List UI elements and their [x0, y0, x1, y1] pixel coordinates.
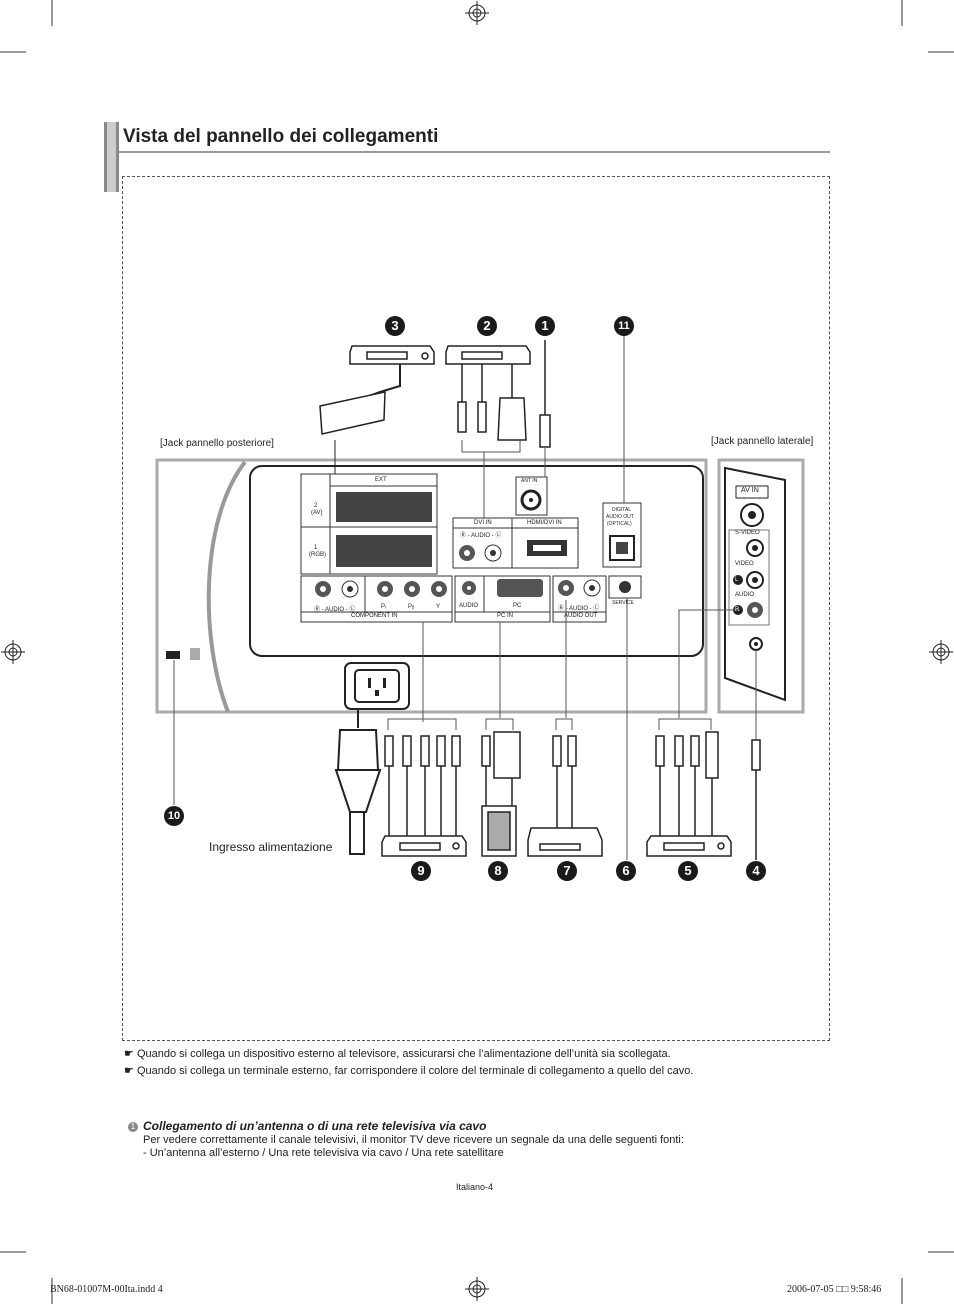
ant-in-label: ANT IN [521, 478, 538, 484]
pc-in-label: PC IN [497, 613, 514, 619]
dvi-in-label: DVI IN [474, 520, 492, 526]
audio-out-rl-label: Ⓡ - AUDIO - Ⓛ [558, 606, 600, 612]
device-3 [349, 345, 435, 365]
digital-label-1: DIGITAL [612, 507, 632, 513]
av-in-label: AV IN [741, 487, 759, 494]
callout-8: 8 [488, 861, 508, 881]
note-1-text: Quando si collega un dispositivo esterno… [136, 1048, 671, 1060]
registration-mark-right [929, 640, 953, 664]
power-plug [334, 709, 382, 855]
power-socket [344, 662, 410, 710]
ext2-label: 2 [314, 503, 318, 509]
registration-mark-bottom [465, 1277, 489, 1301]
callout-10: 10 [164, 806, 184, 826]
callout-5: 5 [678, 861, 698, 881]
diagram-frame [122, 176, 830, 1041]
audio-out-label: AUDIO OUT [564, 613, 598, 619]
page-number: Italiano-4 [456, 1182, 494, 1192]
scart-2 [336, 492, 432, 522]
r-label: R [735, 607, 740, 613]
component-in-block [300, 575, 453, 623]
vga-port [497, 579, 543, 597]
title-underline [118, 151, 830, 153]
video-label: VIDEO [735, 561, 754, 567]
title-accent-bar [104, 122, 119, 192]
service-block [608, 575, 642, 599]
digital-label-3: (OPTICAL) [607, 521, 632, 527]
y-label: Y [436, 604, 441, 610]
callout-7: 7 [557, 861, 577, 881]
rear-panel-label: [Jack pannello posteriore] [160, 438, 274, 449]
pc-audio-label: AUDIO [459, 603, 479, 609]
dvi-audio-label: Ⓡ - AUDIO - Ⓛ [460, 533, 502, 539]
scart-plug [319, 391, 386, 435]
s-video-label: S-VIDEO [735, 530, 760, 536]
callout-2: 2 [477, 316, 497, 336]
section-1-line-1: Per vedere correttamente il canale telev… [143, 1134, 684, 1146]
pointing-hand-icon: ☛ [124, 1048, 134, 1060]
ext1-label: 1 [314, 545, 318, 551]
callout-9: 9 [411, 861, 431, 881]
footer-file-name: BN68-01007M-00Ita.indd 4 [50, 1284, 163, 1295]
power-input-label: Ingresso alimentazione [209, 840, 333, 854]
section-1-number: 1 [128, 1122, 138, 1132]
ext2-sub-label: (AV) [311, 510, 323, 516]
callout-3: 3 [385, 316, 405, 336]
side-panel [724, 466, 786, 702]
section-1-title: Collegamento di un’antenna o di una rete… [143, 1119, 487, 1133]
note-1: ☛ Quando si collega un dispositivo ester… [124, 1047, 671, 1060]
pr-label: Pᵣ [381, 604, 387, 610]
pointing-hand-icon: ☛ [124, 1065, 134, 1077]
device-5 [646, 835, 732, 857]
scart-1 [336, 535, 432, 567]
registration-mark-left [1, 640, 25, 664]
callout-1: 1 [535, 316, 555, 336]
digital-audio-block [602, 502, 642, 568]
section-1-line-2: - Un’antenna all’esterno / Una rete tele… [143, 1147, 504, 1159]
tv-body-curve [206, 460, 247, 713]
registration-mark-top [465, 1, 489, 25]
side-panel-label: [Jack pannello laterale] [711, 436, 814, 447]
digital-label-2: AUDIO OUT [606, 514, 634, 520]
audio-out-block [552, 575, 607, 623]
ext-label: EXT [375, 477, 387, 483]
side-audio-label: AUDIO [735, 592, 755, 598]
hdmi-label: HDMI/DVI IN [527, 520, 562, 526]
pc-in-block [454, 575, 551, 623]
page-title: Vista del pannello dei collegamenti [123, 126, 439, 147]
component-in-label: COMPONENT IN [351, 613, 398, 619]
kensington-slot [166, 651, 180, 659]
callout-4: 4 [746, 861, 766, 881]
callout-6: 6 [616, 861, 636, 881]
pc-label: PC [513, 603, 522, 609]
device-9 [381, 835, 467, 857]
comp-audio-label: Ⓡ - AUDIO - Ⓛ [314, 607, 356, 613]
lock-icon [190, 648, 200, 660]
ext1-sub-label: (RGB) [309, 552, 326, 558]
rca-plugs [384, 731, 761, 860]
side-panel-box [717, 458, 805, 714]
ant-in-block [515, 476, 548, 516]
callout-11: 11 [614, 316, 634, 336]
device-2 [445, 345, 531, 365]
ext-block [300, 473, 438, 575]
rear-panel-inner [249, 465, 704, 657]
l-label: L [735, 577, 739, 583]
note-2-text: Quando si collega un terminale esterno, … [136, 1065, 694, 1077]
rear-panel-box [155, 458, 708, 714]
device-7 [527, 827, 603, 857]
footer-timestamp: 2006-07-05 □□ 9:58:46 [787, 1284, 882, 1295]
dvi-hdmi-block [452, 517, 579, 569]
service-label: SERVICE [612, 600, 634, 606]
pb-label: Pᵦ [408, 604, 415, 610]
device-8-pc [481, 805, 517, 857]
note-2: ☛ Quando si collega un terminale esterno… [124, 1064, 693, 1077]
